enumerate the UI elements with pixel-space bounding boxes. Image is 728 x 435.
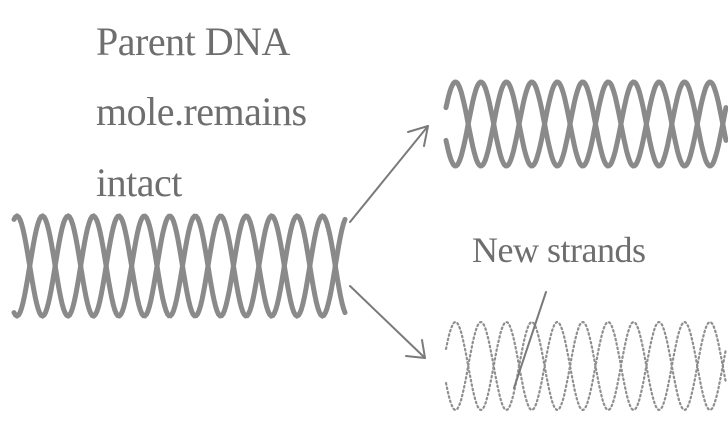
strand-1 [11, 213, 348, 319]
parent-dna-label-line2: mole.remains [96, 89, 307, 134]
strand-2 [444, 320, 728, 412]
arrow-to-bottom-helix [349, 285, 426, 359]
new-strands-label: New strands [472, 230, 645, 270]
daughter-dna-helix-bottom [444, 320, 728, 412]
strand-2 [443, 79, 728, 169]
strand-1 [444, 320, 728, 412]
strand-2 [11, 213, 348, 319]
new-strands-pointer [513, 291, 547, 389]
arrow-to-top-helix [349, 125, 429, 223]
parent-dna-label-line1: Parent DNA [96, 19, 290, 64]
parent-dna-label-line3: intact [96, 160, 182, 205]
daughter-dna-helix-top [443, 79, 728, 169]
parent-dna-helix [11, 213, 348, 319]
